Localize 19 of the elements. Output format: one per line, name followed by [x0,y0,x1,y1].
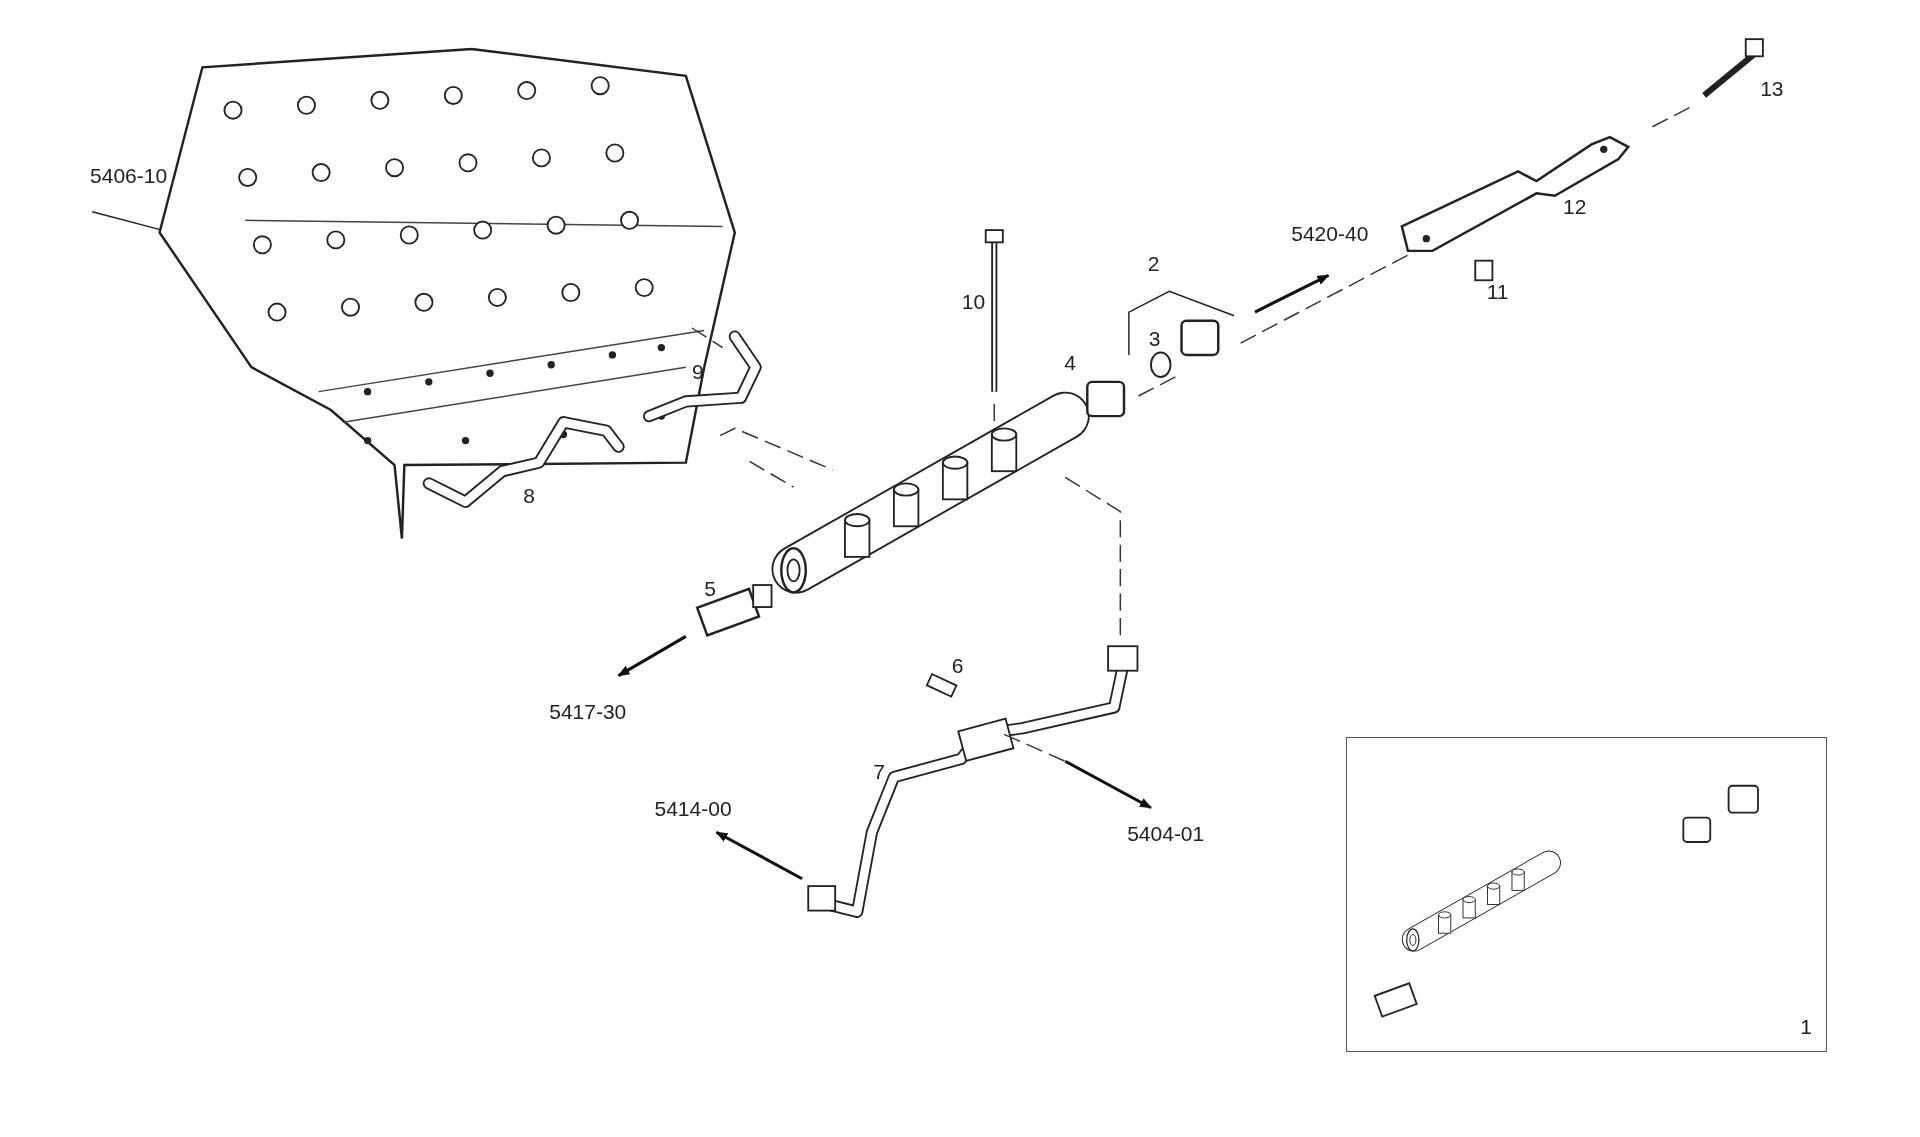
callout-number: 4 [1064,351,1077,373]
inset-frame [1345,737,1827,1052]
callout-number: 13 [1760,77,1784,99]
callout-number: 11 [1486,280,1509,302]
reference-code: 5406-10 [90,164,168,186]
callout-number: 7 [873,760,885,782]
callout-number: 3 [1148,327,1161,349]
callout-number: 8 [523,484,535,506]
callout-number: 2 [1147,252,1160,274]
reference-code: 5404-01 [1127,822,1205,844]
reference-code: 5417-30 [549,700,627,722]
reference-code: 5414-00 [654,797,732,819]
callout-number: 5 [704,577,717,599]
callout-number: 6 [951,654,964,676]
callout-number: 12 [1563,195,1587,217]
callout-number: 9 [692,360,704,382]
callout-number: 1 [1800,1015,1812,1037]
reference-code: 5420-40 [1291,222,1369,244]
callout-number: 10 [961,290,986,312]
